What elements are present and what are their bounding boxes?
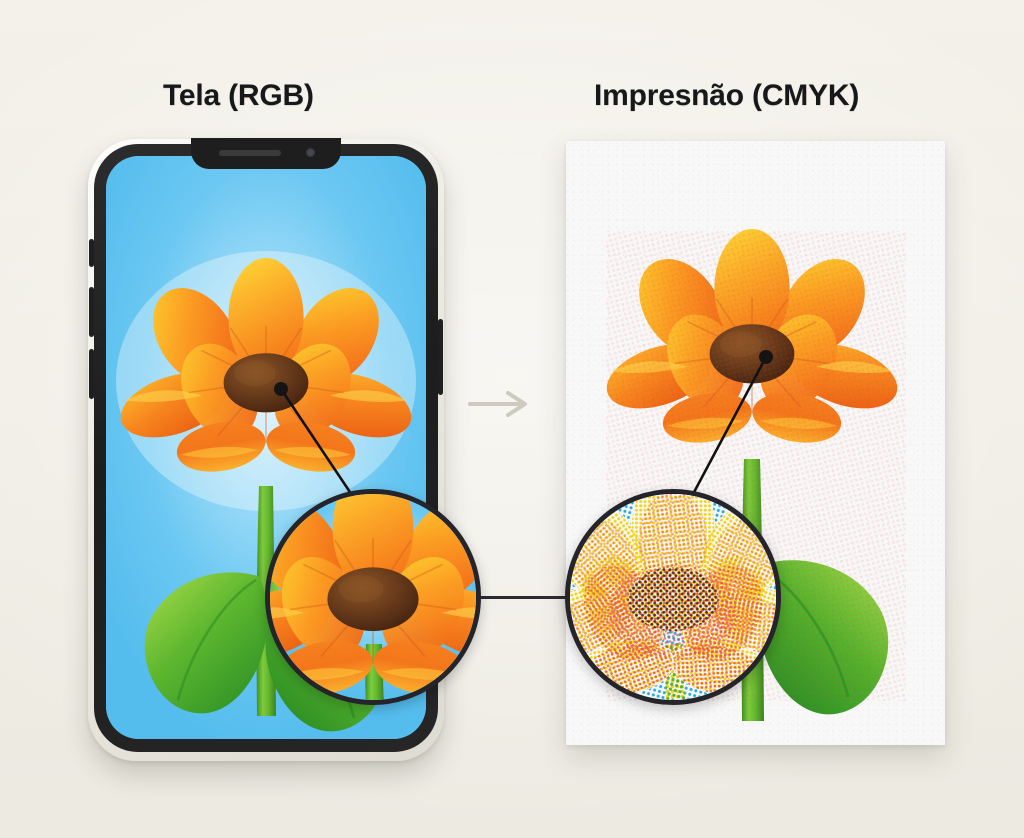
conversion-arrow-icon <box>468 391 527 417</box>
page-title-screen: Tela (RGB) <box>163 79 314 112</box>
page-title-print: Impresnão (CMYK) <box>594 79 860 112</box>
earpiece-speaker-icon <box>219 150 281 156</box>
magnifier-rgb-detail[interactable] <box>265 489 481 705</box>
leaf-left <box>144 572 267 714</box>
silent-switch-button[interactable] <box>89 239 94 267</box>
callout-leader-line <box>682 350 773 512</box>
rgb-detail-content <box>270 494 476 700</box>
front-camera-icon <box>306 148 315 157</box>
magnifier-connector-line <box>478 596 568 599</box>
phone-notch <box>191 138 341 169</box>
cmyk-detail-content <box>570 494 776 700</box>
volume-down-button[interactable] <box>89 349 94 399</box>
volume-up-button[interactable] <box>89 287 94 337</box>
magnifier-cmyk-detail[interactable] <box>565 489 781 705</box>
power-button[interactable] <box>438 319 443 395</box>
